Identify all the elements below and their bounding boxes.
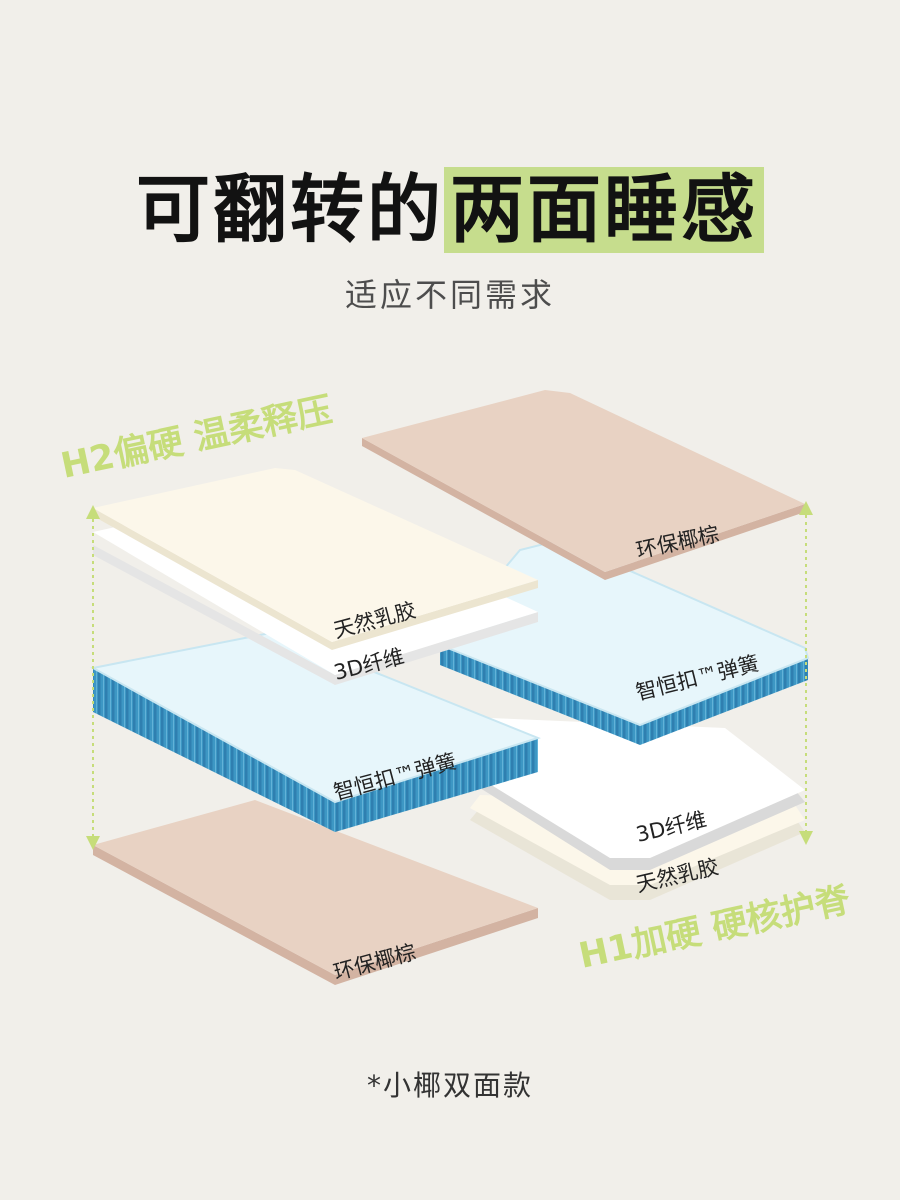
left-latex-layer [93,468,538,650]
title-part1: 可翻转的 [136,167,444,253]
right-fiber-layer [480,718,805,870]
page-title: 可翻转的两面睡感 [0,167,900,253]
left-stack: 天然乳胶 3D纤维 智恒扣™弹簧 环保椰棕 [90,468,541,985]
title-highlight: 两面睡感 [444,167,764,253]
right-coir-layer [362,390,805,580]
left-coir-layer [93,800,538,985]
left-spring-layer [90,630,541,832]
footnote: *小椰双面款 [366,1069,533,1102]
page-subtitle: 适应不同需求 [344,276,555,314]
